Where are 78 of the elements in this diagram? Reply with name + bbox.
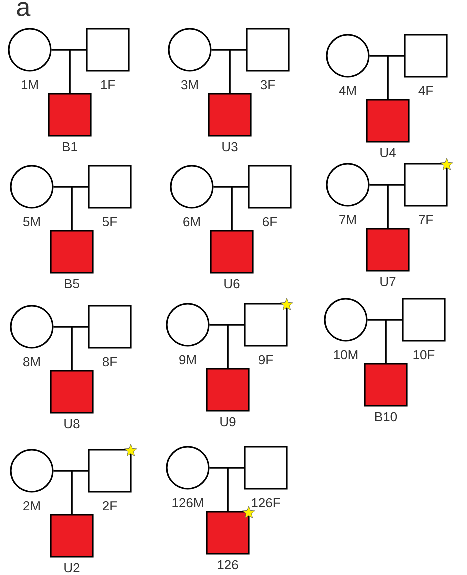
pedigree-symbol: [364, 363, 408, 407]
member-label: 6M: [184, 217, 200, 227]
member-label: U7: [380, 277, 396, 287]
member-label: 3F: [260, 80, 276, 90]
member-label: U4: [380, 148, 396, 158]
connector-line: [229, 49, 246, 94]
pedigree-symbol: [206, 511, 250, 555]
pedigree-symbol: [170, 165, 214, 209]
connector-line: [71, 186, 88, 230]
pedigree-symbol: [244, 446, 288, 490]
member-label: U2: [64, 563, 80, 573]
member-label: 3M: [181, 80, 198, 90]
pedigree-symbol: [326, 34, 370, 78]
pedigree-symbol: [88, 449, 132, 493]
member-label: B1: [63, 142, 78, 152]
member-label: 5F: [102, 217, 118, 227]
pedigree-symbol: [166, 446, 210, 490]
pedigree-symbol: [166, 303, 210, 347]
connector-line: [387, 55, 404, 100]
member-label: 1F: [101, 80, 116, 90]
pedigree-symbol: [244, 303, 288, 347]
pedigree-symbol: [10, 449, 54, 493]
pedigree-symbol: [206, 368, 250, 412]
member-label: 126F: [252, 498, 280, 508]
pedigree-symbol: [168, 28, 212, 72]
member-label: 7M: [340, 216, 356, 224]
pedigree-symbol: [88, 305, 132, 349]
member-label: 126M: [172, 498, 204, 508]
pedigree-symbol: [50, 514, 94, 558]
member-label: U8: [64, 419, 80, 429]
member-label: U9: [220, 417, 236, 427]
pedigree-symbol: [48, 93, 92, 137]
pedigree-symbol: [402, 298, 446, 342]
pedigree-symbol: [88, 165, 132, 209]
connector-line: [385, 319, 402, 364]
member-label: 10F: [414, 350, 435, 360]
member-label: 9M: [180, 355, 196, 365]
member-label: U6: [224, 279, 240, 289]
pedigree-symbol: [404, 163, 448, 207]
member-label: 4F: [418, 86, 434, 96]
pedigree-symbol: [246, 28, 290, 72]
member-label: 2F: [103, 501, 118, 511]
pedigree-symbol: [404, 34, 448, 78]
pedigree-symbol: [10, 165, 54, 209]
member-label: B5: [65, 279, 80, 289]
pedigree-symbol: [50, 230, 94, 274]
connector-line: [71, 470, 88, 514]
pedigree-symbol: [10, 305, 54, 349]
connector-line: [227, 324, 244, 368]
pedigree-symbol: [208, 93, 252, 137]
member-label: 9F: [259, 355, 274, 365]
member-label: 5M: [24, 217, 40, 227]
pedigree-symbol: [366, 99, 410, 143]
member-label: 2M: [24, 501, 40, 511]
pedigree-symbol: [50, 370, 94, 414]
pedigree-symbol: [86, 28, 130, 72]
connector-line: [387, 184, 404, 228]
pedigree-symbol: [8, 28, 52, 72]
member-label: 4M: [339, 86, 356, 96]
pedigree-symbol: [248, 165, 292, 209]
member-label: 6F: [263, 217, 278, 227]
panel-letter: a: [17, 2, 31, 16]
connector-line: [69, 49, 86, 94]
member-label: 10M: [334, 350, 358, 360]
connector-line: [227, 467, 244, 512]
member-label: 7F: [419, 216, 434, 224]
member-label: U3: [222, 142, 238, 152]
member-label: 8M: [24, 357, 40, 367]
pedigree-symbol: [324, 298, 368, 342]
connector-line: [71, 326, 88, 370]
connector-line: [231, 186, 248, 230]
pedigree-symbol: [366, 228, 410, 272]
member-label: 1M: [22, 80, 38, 90]
member-label: 8F: [102, 357, 118, 367]
member-label: B10: [376, 412, 398, 422]
pedigree-symbol: [210, 230, 254, 274]
member-label: 126: [218, 560, 238, 570]
pedigree-symbol: [326, 163, 370, 207]
